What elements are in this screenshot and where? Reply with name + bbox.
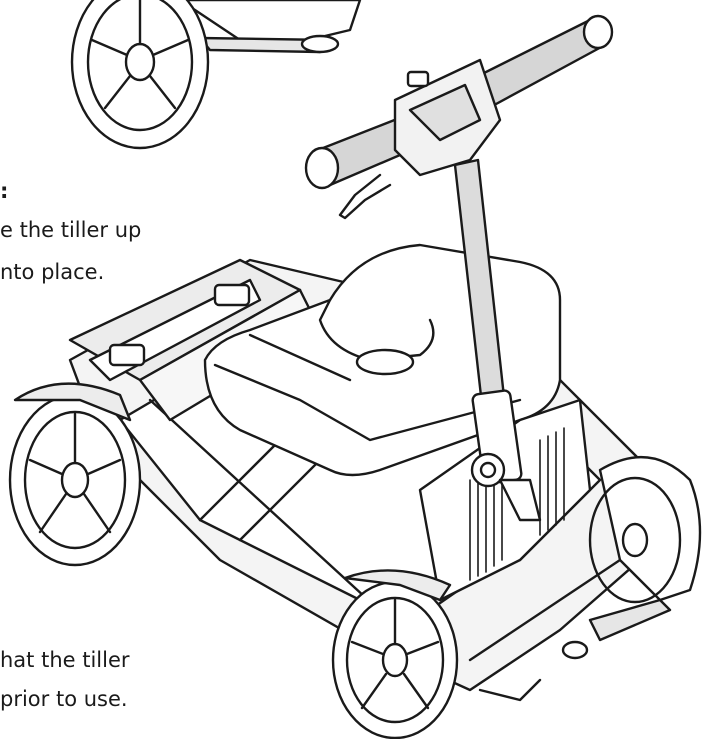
front-wheel [331,569,459,739]
front-right-wheel [561,455,702,660]
folded-scooter-detail [70,0,362,150]
note-text-line-2: prior to use. [0,687,128,711]
handlebar [304,14,614,220]
detail-wheel [70,0,210,150]
rear-wheel [8,382,142,567]
step-text-line-1: e the tiller up [0,218,142,242]
note-text-line-1: hat the tiller [0,648,130,672]
tiller-column [453,158,542,522]
step-text-line-2: nto place. [0,260,105,284]
step-heading: : [0,179,9,203]
